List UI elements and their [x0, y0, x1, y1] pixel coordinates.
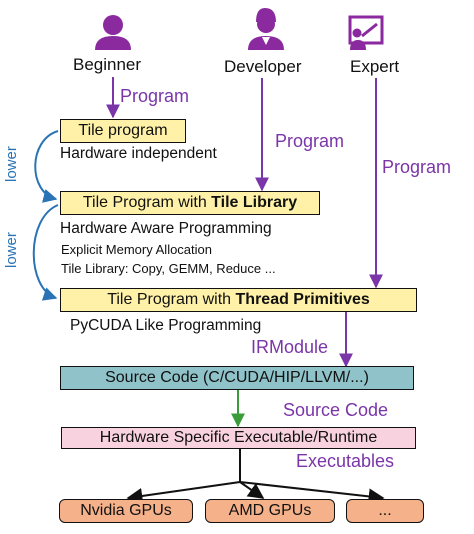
persona-beginner: Beginner [73, 55, 142, 74]
label-program-expert: Program [382, 157, 452, 177]
label-executables: Executables [296, 451, 395, 471]
box-tile-library: Tile Program with Tile Library [60, 191, 320, 215]
box-amd-gpus: AMD GPUs [205, 499, 335, 523]
arrow-to-nvidia [126, 481, 241, 504]
label-program-beginner: Program [120, 86, 190, 106]
box-source-code-label: Source Code (C/CUDA/HIP/LLVM/...) [105, 369, 369, 386]
arrow-lower-2 [32, 204, 59, 301]
label-program-developer: Program [275, 131, 345, 151]
box-runtime-label: Hardware Specific Executable/Runtime [99, 429, 378, 446]
box-tile-program: Tile program [60, 119, 186, 143]
label-source-code: Source Code [283, 400, 389, 420]
label-lower-2: lower [3, 232, 20, 268]
persona-developer: Developer [224, 57, 302, 76]
desc-explicit-memory: Explicit Memory Allocation [61, 242, 212, 257]
box-tile-library-prefix: Tile Program with [82, 194, 212, 211]
developer-person-icon [248, 8, 284, 50]
persona-expert: Expert [350, 57, 400, 76]
beginner-person-icon [95, 15, 131, 50]
box-thread-prefix: Tile Program with [107, 291, 236, 308]
box-more-label: ... [378, 502, 392, 519]
box-more-targets: ... [346, 499, 424, 523]
arrow-to-amd [239, 481, 265, 499]
desc-pycuda: PyCUDA Like Programming [70, 317, 262, 334]
desc-hardware-aware: Hardware Aware Programming [60, 220, 272, 237]
arrow-to-more [239, 481, 385, 505]
box-amd-label: AMD GPUs [228, 502, 312, 519]
box-source-code: Source Code (C/CUDA/HIP/LLVM/...) [60, 366, 414, 390]
box-thread-primitives: Tile Program with Thread Primitives [60, 288, 417, 312]
label-irmodule: IRModule [251, 337, 329, 357]
expert-presenter-icon [348, 15, 384, 50]
desc-hardware-independent: Hardware independent [60, 145, 217, 162]
desc-tile-library-ops: Tile Library: Copy, GEMM, Reduce ... [61, 261, 276, 276]
box-nvidia-gpus: Nvidia GPUs [59, 499, 193, 523]
box-tile-library-bold: Tile Library [211, 194, 298, 211]
label-lower-1: lower [3, 146, 20, 182]
arrow-lower-1 [34, 130, 59, 203]
box-runtime: Hardware Specific Executable/Runtime [61, 427, 416, 449]
box-tile-program-label: Tile program [78, 122, 168, 139]
box-nvidia-label: Nvidia GPUs [80, 502, 172, 519]
box-thread-bold: Thread Primitives [235, 291, 370, 308]
